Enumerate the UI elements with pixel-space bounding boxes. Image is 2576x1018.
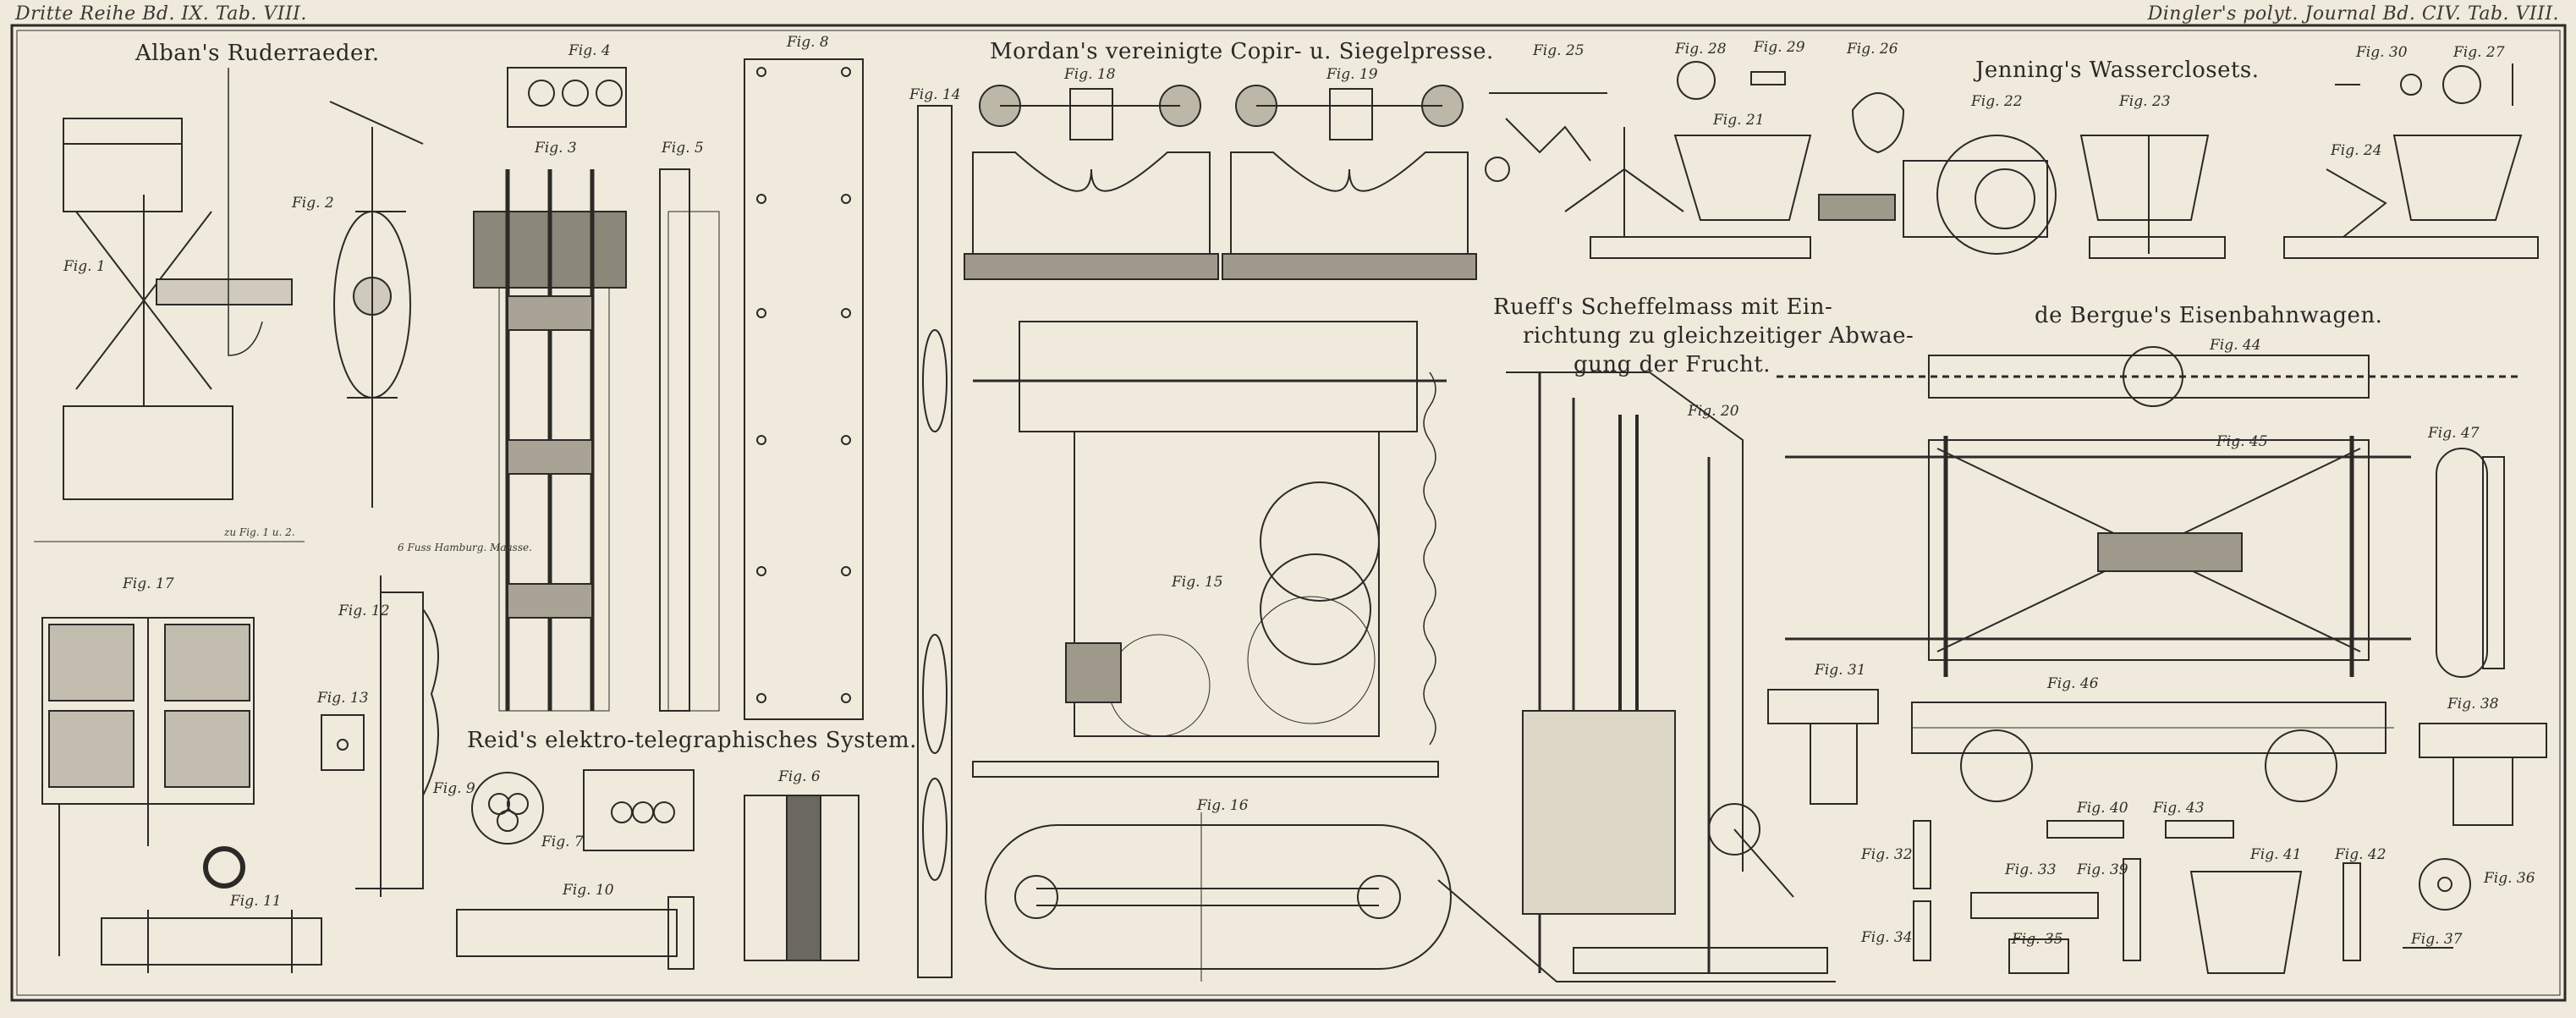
fig-label-46: Fig. 46 bbox=[2047, 675, 2099, 692]
fig-label-27: Fig. 27 bbox=[2453, 44, 2505, 61]
fig-label-4: Fig. 4 bbox=[568, 42, 611, 59]
plate-border bbox=[10, 24, 2567, 1002]
fig-label-22: Fig. 22 bbox=[1971, 93, 2023, 110]
fig9-drawing bbox=[471, 772, 544, 845]
fig27-30-drawing bbox=[2335, 63, 2513, 106]
fig-label-7: Fig. 7 bbox=[541, 834, 584, 850]
fig24-drawing bbox=[2283, 135, 2539, 259]
fig26-drawing bbox=[1851, 92, 1905, 154]
title-reid: Reid's elektro-telegraphisches System. bbox=[467, 728, 917, 753]
title-bergue: de Bergue's Eisenbahnwagen. bbox=[2035, 303, 2383, 328]
fig21-drawing bbox=[1564, 127, 1812, 259]
fig10-drawing bbox=[456, 896, 695, 970]
fig45-drawing bbox=[1785, 436, 2411, 677]
title-rueff-line3: gung der Frucht. bbox=[1574, 352, 1771, 377]
fig-label-34: Fig. 34 bbox=[1861, 929, 1913, 946]
fig-label-29: Fig. 29 bbox=[1754, 39, 1805, 56]
fig12-drawing bbox=[355, 575, 439, 897]
fig-label-15: Fig. 15 bbox=[1172, 574, 1223, 591]
fig14-drawing bbox=[917, 105, 953, 978]
fig-label-38: Fig. 38 bbox=[2447, 696, 2499, 713]
fig-label-47: Fig. 47 bbox=[2428, 425, 2480, 442]
fig19-drawing bbox=[1222, 85, 1477, 280]
fig8-drawing bbox=[744, 58, 864, 720]
fig22-drawing bbox=[1818, 135, 2057, 255]
fig-label-21: Fig. 21 bbox=[1713, 112, 1765, 129]
fig-label-10: Fig. 10 bbox=[563, 882, 614, 899]
fig-label-44: Fig. 44 bbox=[2210, 337, 2261, 354]
scale-note: zu Fig. 1 u. 2. bbox=[224, 526, 295, 538]
title-mordan: Mordan's vereinigte Copir- u. Siegelpres… bbox=[990, 39, 1494, 64]
fig7-drawing bbox=[583, 769, 695, 851]
title-rueff-line2: richtung zu gleichzeitiger Abwae- bbox=[1523, 323, 1914, 349]
fig-label-30: Fig. 30 bbox=[2356, 44, 2408, 61]
fig38-drawing bbox=[2419, 723, 2547, 826]
fig-label-35: Fig. 35 bbox=[2012, 931, 2063, 948]
fig-label-6: Fig. 6 bbox=[778, 768, 821, 785]
plate-header-left: Dritte Reihe Bd. IX. Tab. VIII. bbox=[15, 3, 307, 25]
fig23-drawing bbox=[2079, 135, 2226, 259]
fig-label-25: Fig. 25 bbox=[1533, 42, 1585, 59]
fig-label-41: Fig. 41 bbox=[2250, 846, 2302, 863]
fig-label-9: Fig. 9 bbox=[433, 780, 475, 797]
fig-label-12: Fig. 12 bbox=[338, 603, 390, 619]
fig3-drawing bbox=[473, 169, 627, 712]
fig15-drawing bbox=[972, 321, 1447, 778]
fig31-drawing bbox=[1767, 689, 1879, 805]
fig-label-33: Fig. 33 bbox=[2005, 861, 2057, 878]
fig-label-24: Fig. 24 bbox=[2331, 142, 2382, 159]
fig4-drawing bbox=[507, 67, 627, 128]
fig5-drawing bbox=[659, 168, 720, 712]
fig18-drawing bbox=[964, 85, 1219, 280]
fig-label-2: Fig. 2 bbox=[292, 195, 334, 212]
fig-label-13: Fig. 13 bbox=[317, 690, 369, 707]
fig-label-42: Fig. 42 bbox=[2335, 846, 2387, 863]
fig-label-39: Fig. 39 bbox=[2077, 861, 2128, 878]
fig16-drawing bbox=[985, 812, 1452, 982]
fig2-drawing bbox=[329, 101, 424, 508]
fig46-drawing bbox=[1911, 702, 2394, 802]
plate-header-right: Dingler's polyt. Journal Bd. CIV. Tab. V… bbox=[2147, 3, 2559, 25]
fig11-drawing bbox=[101, 910, 322, 973]
fig1-drawing bbox=[34, 68, 305, 542]
title-jenning: Jenning's Wasserclosets. bbox=[1975, 58, 2260, 83]
fig-label-23: Fig. 23 bbox=[2119, 93, 2171, 110]
fig-label-31: Fig. 31 bbox=[1815, 662, 1866, 679]
fig-label-40: Fig. 40 bbox=[2077, 800, 2128, 817]
title-rueff-line1: Rueff's Scheffelmass mit Ein- bbox=[1493, 294, 1833, 320]
fig-label-1: Fig. 1 bbox=[63, 258, 106, 275]
fig-label-28: Fig. 28 bbox=[1675, 41, 1727, 58]
small-figs-drawing bbox=[1913, 820, 2471, 974]
fig44-drawing bbox=[1777, 346, 2521, 407]
fig-label-14: Fig. 14 bbox=[909, 86, 961, 103]
fig-label-5: Fig. 5 bbox=[662, 140, 704, 157]
fig6-drawing bbox=[744, 795, 860, 961]
fig-label-19: Fig. 19 bbox=[1326, 66, 1378, 83]
fig17-drawing bbox=[41, 617, 255, 956]
fig-label-32: Fig. 32 bbox=[1861, 846, 1913, 863]
fig-label-37: Fig. 37 bbox=[2411, 931, 2463, 948]
fig-label-45: Fig. 45 bbox=[2216, 433, 2268, 450]
fig-label-36: Fig. 36 bbox=[2484, 870, 2535, 887]
fig-label-11: Fig. 11 bbox=[230, 893, 282, 910]
fig47-drawing bbox=[2436, 448, 2505, 678]
fig25-drawing bbox=[1485, 92, 1607, 182]
fig-label-16: Fig. 16 bbox=[1197, 797, 1249, 814]
fig-label-17: Fig. 17 bbox=[123, 575, 174, 592]
fig-label-8: Fig. 8 bbox=[787, 34, 829, 51]
fig28-29-drawing bbox=[1677, 61, 1786, 100]
fig-label-43: Fig. 43 bbox=[2153, 800, 2205, 817]
fig13-drawing bbox=[321, 714, 365, 771]
scale-note-right: 6 Fuss Hamburg. Maasse. bbox=[398, 542, 532, 553]
fig-label-26: Fig. 26 bbox=[1847, 41, 1898, 58]
fig-label-20: Fig. 20 bbox=[1688, 403, 1739, 420]
fig-label-3: Fig. 3 bbox=[535, 140, 577, 157]
title-alban: Alban's Ruderraeder. bbox=[135, 41, 380, 66]
fig20-drawing bbox=[1437, 371, 1836, 982]
fig-label-18: Fig. 18 bbox=[1064, 66, 1116, 83]
